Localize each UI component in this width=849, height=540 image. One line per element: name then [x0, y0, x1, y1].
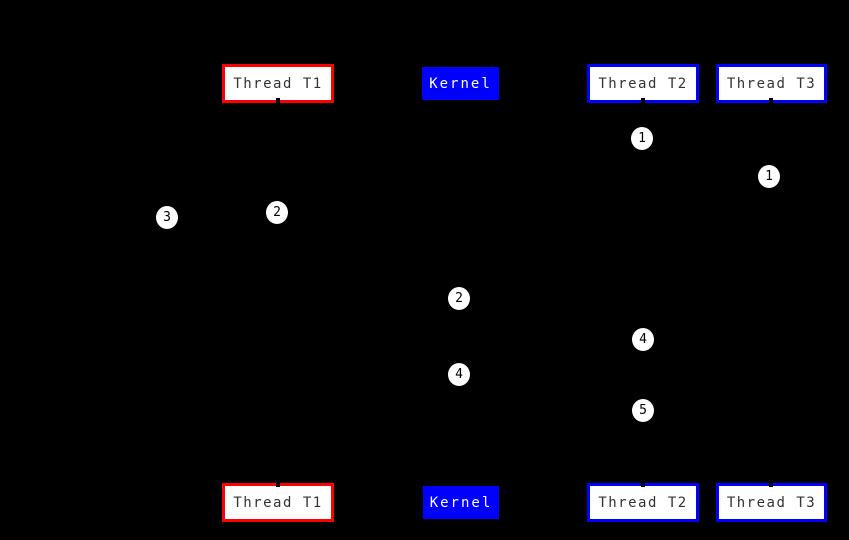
thread-t3-box-top: Thread T3	[716, 64, 827, 103]
kernel-box-bottom: Kernel	[423, 486, 499, 519]
step-marker-2-kernel: 2	[448, 287, 470, 310]
lifeline-tick-t1-top	[276, 98, 280, 105]
thread-t1-box-bottom: Thread T1	[222, 483, 334, 522]
lifeline-tick-t3-top	[769, 98, 773, 105]
thread-t2-box-bottom: Thread T2	[587, 483, 699, 522]
step-marker-4-kernel: 4	[448, 363, 470, 386]
step-marker-4-thread-t2: 4	[632, 328, 654, 351]
step-marker-1-thread-t2: 1	[631, 127, 653, 150]
step-marker-3-thread-t1: 3	[156, 206, 178, 229]
thread-t1-box-top: Thread T1	[222, 64, 334, 103]
lifeline-tick-t2-bottom	[641, 480, 645, 487]
lifeline-tick-t3-bottom	[769, 480, 773, 487]
thread-t3-box-bottom: Thread T3	[716, 483, 827, 522]
step-marker-2-thread-t1: 2	[266, 201, 288, 224]
kernel-box-top: Kernel	[422, 67, 499, 100]
step-marker-5-thread-t2: 5	[632, 399, 654, 422]
lifeline-tick-t1-bottom	[276, 480, 280, 487]
lifeline-tick-t2-top	[641, 98, 645, 105]
step-marker-1-thread-t3: 1	[758, 165, 780, 188]
